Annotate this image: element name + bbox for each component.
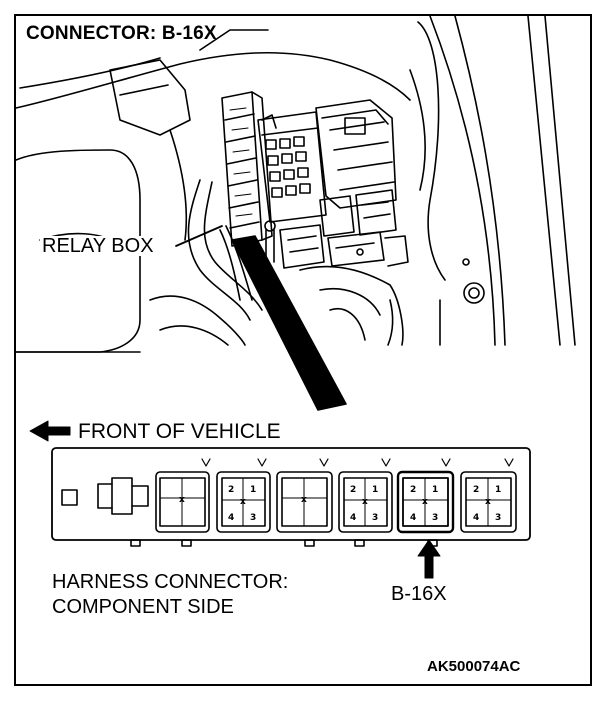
pin-1-b16x: 1 — [432, 485, 438, 495]
center-mark-c6: x — [485, 497, 491, 507]
center-mark-c2: x — [240, 497, 246, 507]
center-mark-c3: x — [301, 495, 307, 505]
pin-3-c4: 3 — [372, 513, 378, 523]
connector-socket-1 — [155, 458, 211, 533]
figure-code: AK500074AC — [427, 658, 521, 675]
pin-3-c6: 3 — [495, 513, 501, 523]
pin-4-c2: 4 — [228, 513, 234, 523]
figure-frame — [14, 14, 592, 686]
connector-socket-6 — [460, 458, 517, 533]
center-mark-b16x: x — [422, 497, 428, 507]
pin-1-c6: 1 — [495, 485, 501, 495]
connector-socket-b16x — [396, 458, 455, 534]
relay-box-label: RELAY BOX — [40, 235, 156, 257]
pin-2-c6: 2 — [473, 485, 479, 495]
pin-4-b16x: 4 — [410, 513, 416, 523]
pin-3-c2: 3 — [250, 513, 256, 523]
connector-socket-2 — [216, 458, 271, 533]
pin-2-c4: 2 — [350, 485, 356, 495]
connector-title: CONNECTOR: B-16X — [26, 23, 217, 44]
pin-3-b16x: 3 — [432, 513, 438, 523]
center-mark-c1: x — [179, 495, 185, 505]
pin-1-c2: 1 — [250, 485, 256, 495]
center-mark-c4: x — [362, 497, 368, 507]
connector-callout-label: B-16X — [391, 583, 447, 605]
pin-2-c2: 2 — [228, 485, 234, 495]
harness-connector-label: HARNESS CONNECTOR: — [52, 571, 289, 593]
connector-socket-4 — [338, 458, 393, 533]
pin-2-b16x: 2 — [410, 485, 416, 495]
pin-4-c6: 4 — [473, 513, 479, 523]
component-side-label: COMPONENT SIDE — [52, 596, 234, 618]
pin-1-c4: 1 — [372, 485, 378, 495]
pin-4-c4: 4 — [350, 513, 356, 523]
front-of-vehicle-label: FRONT OF VEHICLE — [78, 420, 281, 443]
connector-socket-3 — [276, 458, 333, 533]
